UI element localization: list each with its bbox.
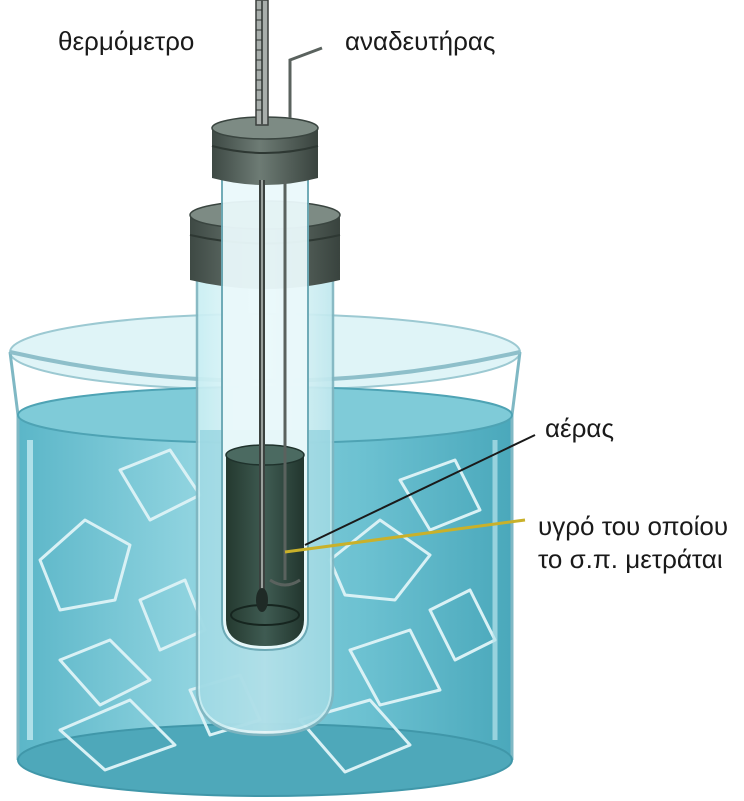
label-thermometer: θερμόμετρο <box>58 26 194 56</box>
label-stirrer: αναδευτήρας <box>345 26 495 56</box>
label-air: αέρας <box>545 413 614 443</box>
label-liquid-line2: το σ.π. μετράται <box>538 544 723 574</box>
small-stopper <box>212 117 318 185</box>
label-liquid-line1: υγρό του οποίου <box>538 511 728 541</box>
